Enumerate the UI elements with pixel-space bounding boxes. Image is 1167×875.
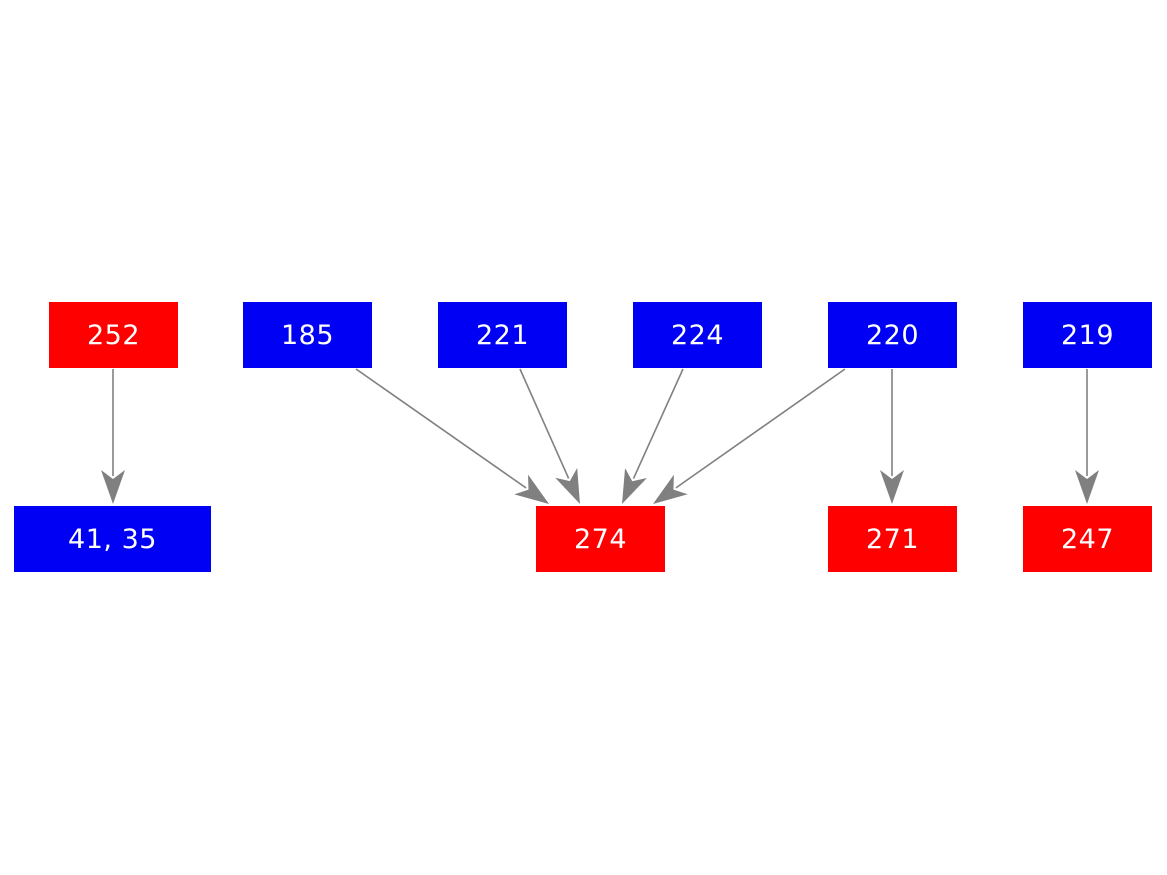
graph-node-n274[interactable]: 274: [536, 506, 665, 572]
graph-node-n247[interactable]: 247: [1023, 506, 1152, 572]
node-label: 252: [86, 319, 141, 351]
edge-n220-to-n274: [653, 368, 846, 504]
arrowhead: [1075, 470, 1099, 504]
edge-n220-to-n271: [880, 369, 904, 504]
arrowhead: [555, 468, 580, 504]
arrowhead: [514, 474, 549, 504]
arrowhead: [880, 470, 904, 504]
edge-line: [632, 368, 684, 479]
graph-node-n185[interactable]: 185: [243, 302, 372, 368]
edge-n224-to-n274: [622, 368, 684, 504]
edge-line: [675, 368, 846, 489]
edge-n185-to-n274: [355, 368, 549, 504]
arrowhead: [101, 470, 125, 504]
graph-node-n224[interactable]: 224: [633, 302, 762, 368]
node-label: 247: [1060, 523, 1115, 555]
edge-line: [519, 368, 570, 479]
node-label: 271: [865, 523, 920, 555]
node-label: 185: [280, 319, 335, 351]
edge-n252-to-n4135: [101, 369, 125, 504]
node-label: 220: [865, 319, 920, 351]
graph-node-n219[interactable]: 219: [1023, 302, 1152, 368]
node-label: 41, 35: [68, 523, 157, 555]
graph-node-n4135[interactable]: 41, 35: [14, 506, 211, 572]
node-label: 219: [1060, 319, 1115, 351]
edge-n219-to-n247: [1075, 369, 1099, 504]
edge-line: [355, 368, 527, 489]
graph-node-n252[interactable]: 252: [49, 302, 178, 368]
node-label: 221: [475, 319, 530, 351]
node-label: 224: [670, 319, 725, 351]
arrowhead: [622, 468, 647, 504]
graph-node-n271[interactable]: 271: [828, 506, 957, 572]
graph-node-n221[interactable]: 221: [438, 302, 567, 368]
edge-n221-to-n274: [519, 368, 580, 504]
node-label: 274: [573, 523, 628, 555]
graph-node-n220[interactable]: 220: [828, 302, 957, 368]
arrowhead: [653, 474, 688, 504]
